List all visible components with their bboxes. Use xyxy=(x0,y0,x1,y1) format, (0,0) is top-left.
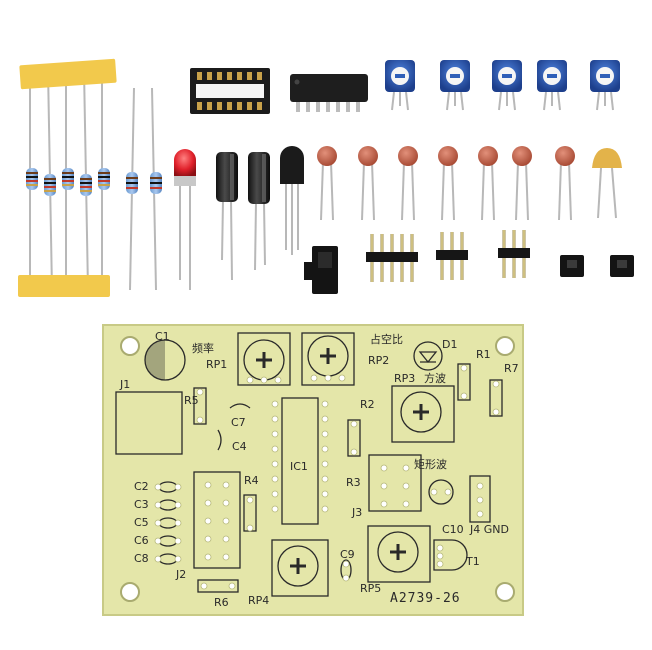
label-duty: 占空比 xyxy=(370,332,403,346)
ic-chip xyxy=(290,74,368,112)
label-c8: C8 xyxy=(134,552,149,565)
trimmer-pots xyxy=(385,60,620,111)
pin-header xyxy=(436,232,468,280)
ceramic-capacitors xyxy=(317,146,575,221)
label-r4: R4 xyxy=(244,474,259,487)
disc-capacitor xyxy=(592,148,622,219)
red-led xyxy=(174,149,196,290)
pin-header xyxy=(498,230,530,278)
label-rp3: RP3 xyxy=(394,372,415,385)
jumper-caps xyxy=(560,255,634,277)
ceramic-capacitor xyxy=(478,146,498,221)
label-c3: C3 xyxy=(134,498,149,511)
label-ic1: IC1 xyxy=(290,460,308,473)
label-r1: R1 xyxy=(476,348,491,361)
label-r2: R2 xyxy=(360,398,375,411)
label-c4: C4 xyxy=(232,440,247,453)
label-r6: R6 xyxy=(214,596,229,609)
ceramic-capacitor xyxy=(398,146,418,221)
label-r7: R7 xyxy=(504,362,519,375)
label-rp2: RP2 xyxy=(368,354,389,367)
ceramic-capacitor xyxy=(358,146,378,221)
trimmer-pot xyxy=(537,60,567,111)
ic-socket xyxy=(190,68,270,114)
label-c9: C9 xyxy=(340,548,355,561)
trimmer-pot xyxy=(492,60,522,111)
ceramic-capacitor xyxy=(512,146,532,221)
label-c5: C5 xyxy=(134,516,149,529)
ceramic-capacitor xyxy=(438,146,458,221)
label-j4gnd: J4 GND xyxy=(469,523,509,536)
label-j2: J2 xyxy=(175,568,186,581)
dc-jack xyxy=(304,246,338,294)
pin-headers xyxy=(366,230,530,282)
resistor xyxy=(80,174,92,196)
resistor-strip xyxy=(18,58,117,297)
label-c7: C7 xyxy=(231,416,246,429)
label-square: 方波 xyxy=(424,371,446,385)
label-j1: J1 xyxy=(119,378,130,391)
tape-top xyxy=(19,58,117,90)
trimmer-pot xyxy=(385,60,415,111)
tape-bottom xyxy=(18,275,110,297)
label-rect: 矩形波 xyxy=(414,458,447,471)
label-rp1: RP1 xyxy=(206,358,227,371)
pin-header xyxy=(366,234,418,282)
transistor xyxy=(280,146,304,255)
loose-resistors xyxy=(126,87,162,291)
label-d1: D1 xyxy=(442,338,457,351)
trimmer-pot xyxy=(440,60,470,111)
resistor xyxy=(98,168,110,190)
label-r3: R3 xyxy=(346,476,361,489)
label-rp5: RP5 xyxy=(360,582,381,595)
label-c1: C1 xyxy=(155,330,170,343)
pcb-serial: A2739-26 xyxy=(390,591,461,606)
resistor xyxy=(26,168,38,190)
label-freq: 频率 xyxy=(192,341,214,355)
label-r5: R5 xyxy=(184,394,199,407)
label-c2: C2 xyxy=(134,480,149,493)
pcb-board: C1 频率 RP1 占空比 RP2 D1 R1 RP3 方波 R7 J1 R5 … xyxy=(102,324,524,616)
ceramic-capacitor xyxy=(317,146,337,221)
silkscreen-labels: C1 频率 RP1 占空比 RP2 D1 R1 RP3 方波 R7 J1 R5 … xyxy=(119,330,519,609)
trimmer-pot xyxy=(590,60,620,111)
label-t1: T1 xyxy=(465,555,480,568)
label-rp4: RP4 xyxy=(248,594,269,607)
resistor xyxy=(44,174,56,196)
label-j3: J3 xyxy=(351,506,362,519)
label-c6: C6 xyxy=(134,534,149,547)
resistor xyxy=(62,168,74,190)
ceramic-capacitor xyxy=(555,146,575,221)
label-c10: C10 xyxy=(442,523,464,536)
electrolytic-capacitors xyxy=(216,152,270,281)
